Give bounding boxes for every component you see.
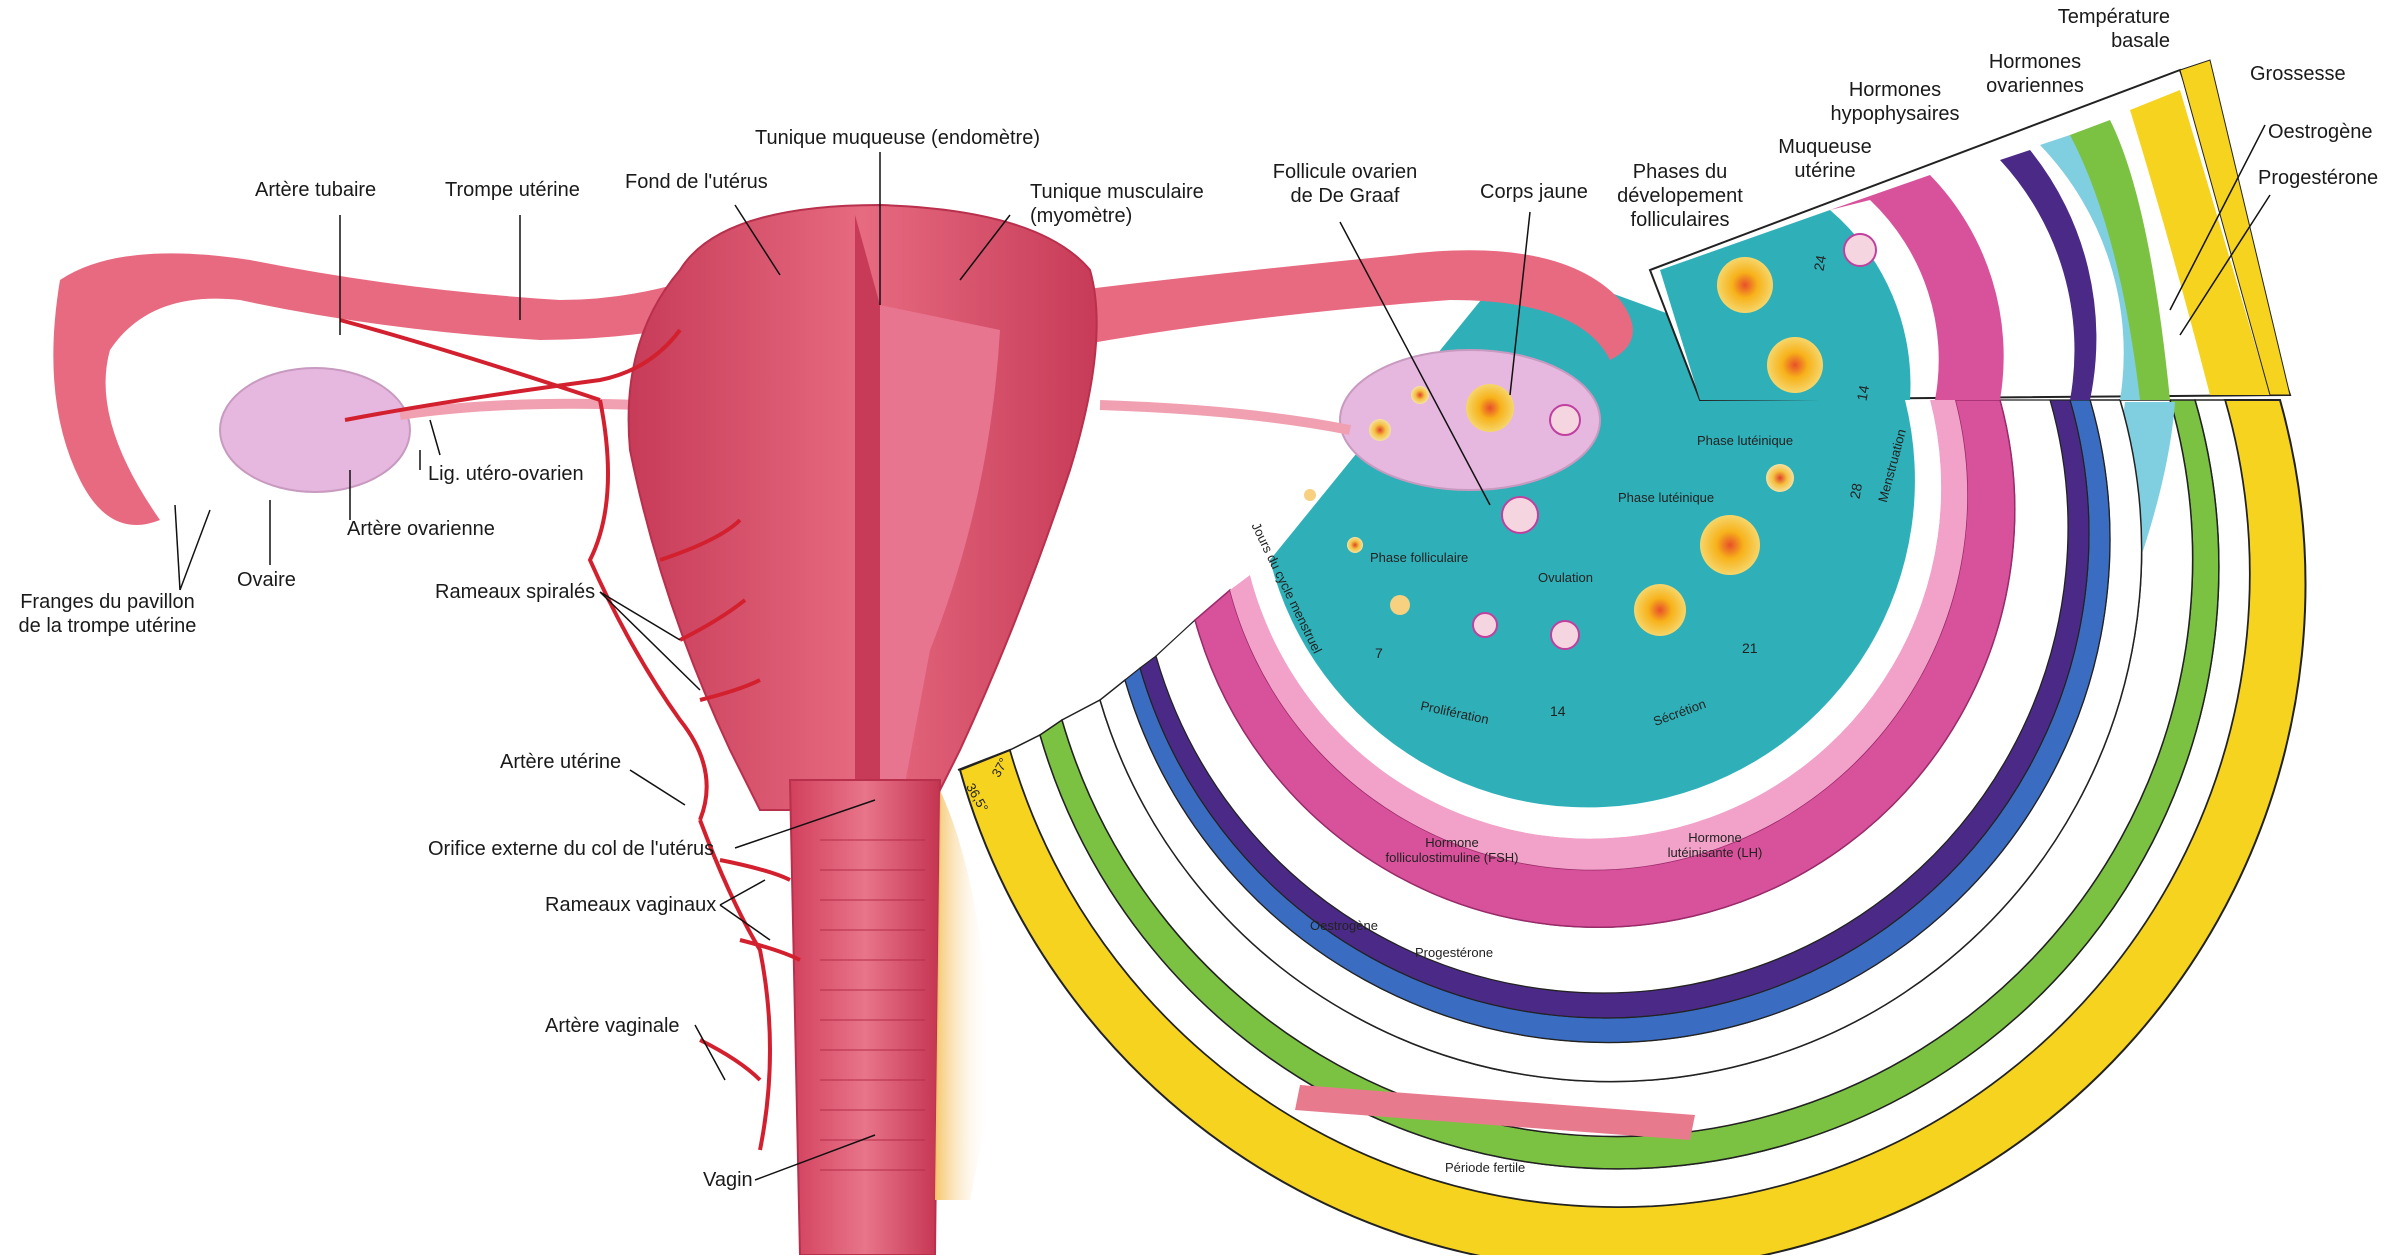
label-franges: Franges du pavillon de la trompe utérine [0,590,215,638]
label-trompe-uterine: Trompe utérine [445,178,580,202]
label-ovulation: Ovulation [1538,570,1593,585]
label-progesterone-small: Progestérone [1415,945,1493,960]
label-artere-tubaire: Artère tubaire [255,178,376,202]
cycle-fan [958,60,2305,1255]
label-oestrogene-small: Oestrogène [1310,918,1378,933]
label-lig-utero-ovarien: Lig. utéro-ovarien [428,462,584,486]
header-progesterone: Progestérone [2258,166,2378,190]
label-artere-vaginale: Artère vaginale [545,1014,680,1038]
day-mark-7: 7 [1375,645,1383,661]
day-mark-24: 24 [1811,254,1829,272]
header-oestrogene: Oestrogène [2268,120,2373,144]
header-phases-developpement: Phases du dévelopement folliculaires [1600,160,1760,232]
header-temperature-basale: Température basale [2010,5,2170,53]
day-mark-14-top: 14 [1854,384,1872,402]
header-grossesse: Grossesse [2250,62,2346,86]
label-ovaire: Ovaire [237,568,296,592]
day-mark-28: 28 [1847,482,1865,500]
label-tunique-muqueuse: Tunique muqueuse (endomètre) [755,126,1040,150]
header-muqueuse-uterine: Muqueuse utérine [1760,135,1890,183]
label-artere-ovarienne: Artère ovarienne [347,517,495,541]
label-phase-luteinique-1: Phase lutéinique [1618,490,1714,505]
label-tunique-musculaire: Tunique musculaire (myomètre) [1030,180,1250,228]
label-corps-jaune: Corps jaune [1480,180,1588,204]
label-rameaux-vaginaux: Rameaux vaginaux [545,893,716,917]
label-lh: Hormone lutéinisante (LH) [1645,830,1785,860]
label-follicule-de-graaf: Follicule ovarien de De Graaf [1245,160,1445,208]
label-phase-folliculaire: Phase folliculaire [1370,550,1468,565]
label-phase-luteinique-2: Phase lutéinique [1697,433,1793,448]
label-fond-uterus: Fond de l'utérus [625,170,768,194]
label-periode-fertile: Période fertile [1445,1160,1525,1175]
header-hormones-hypophysaires: Hormones hypophysaires [1820,78,1970,126]
label-vagin: Vagin [703,1168,753,1192]
label-artere-uterine: Artère utérine [500,750,621,774]
label-orifice-externe: Orifice externe du col de l'utérus [428,837,714,861]
label-rameaux-spirales: Rameaux spiralés [435,580,595,604]
day-mark-21: 21 [1742,640,1758,656]
header-hormones-ovariennes: Hormones ovariennes [1970,50,2100,98]
day-mark-14: 14 [1550,703,1566,719]
label-fsh: Hormone folliculostimuline (FSH) [1362,835,1542,865]
